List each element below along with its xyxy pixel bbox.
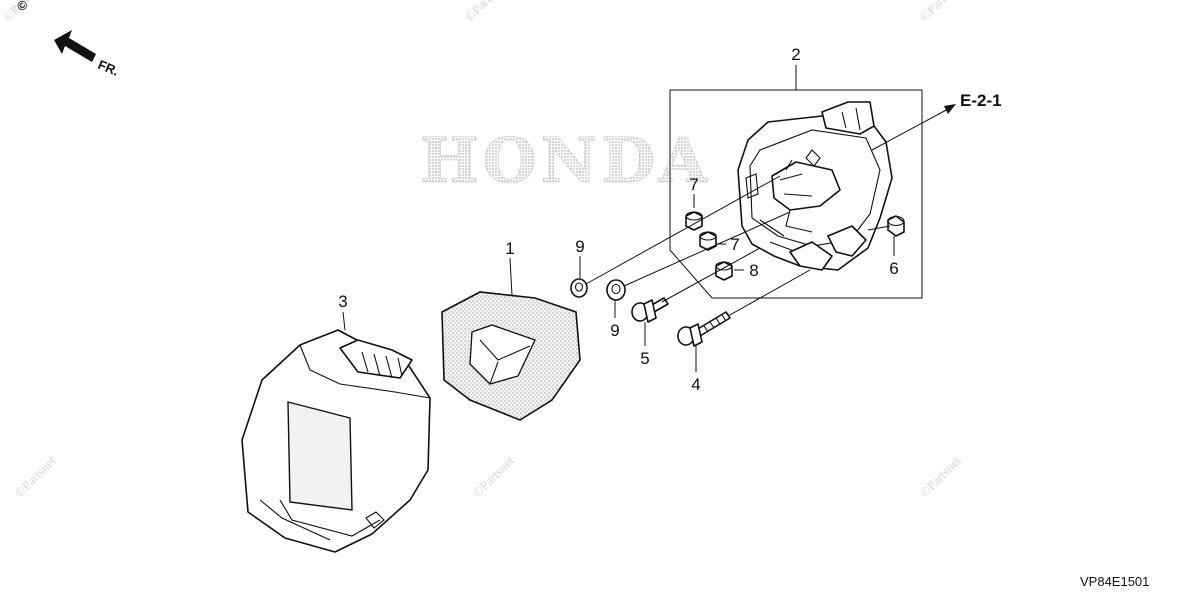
air-cleaner-element [441,291,581,421]
bolt-part-4 [677,311,731,347]
callout-labels: 1 2 3 4 5 6 7 7 8 9 9 [338,45,898,394]
callout-5: 5 [640,349,649,368]
grommet-part-9-lower [606,279,626,301]
front-label: FR. [96,57,121,79]
watermark-stamp: ©Partsnet [462,0,509,24]
grommet-part-9-upper [570,278,588,298]
brand-watermark: HONDA [420,124,711,197]
callout-3: 3 [338,292,347,311]
callout-1: 1 [505,239,514,258]
callout-6: 6 [889,259,898,278]
grommet-part-6 [887,215,905,237]
watermark-stamp: ©Partsnet [12,453,59,500]
watermark-stamp: ©Partsnet [470,453,517,500]
collar-part-7-lower [699,231,717,251]
air-cleaner-case-group [669,89,923,299]
front-direction-indicator: FR. [54,30,121,79]
watermark-stamp: ©Partsnet [917,453,964,500]
reference-arrow-icon [944,104,956,114]
leader-lines [342,65,956,372]
callout-2: 2 [791,45,800,64]
callout-4: 4 [691,375,700,394]
front-arrow-icon [54,30,96,62]
watermark-stamp: ©Partsnet [917,0,964,24]
hardware-parts [570,211,905,347]
reference-label: E-2-1 [960,91,1002,110]
collar-part-7-upper [685,211,703,231]
callout-9-upper: 9 [575,237,584,256]
collar-part-8 [715,261,733,281]
air-cleaner-case [737,101,893,271]
diagram-code: VP84E1501 [1080,574,1149,589]
air-cleaner-cover [241,329,431,553]
callout-8: 8 [749,261,758,280]
callout-7-upper: 7 [689,175,698,194]
callout-7-lower: 7 [730,235,739,254]
callout-9-lower: 9 [610,321,619,340]
